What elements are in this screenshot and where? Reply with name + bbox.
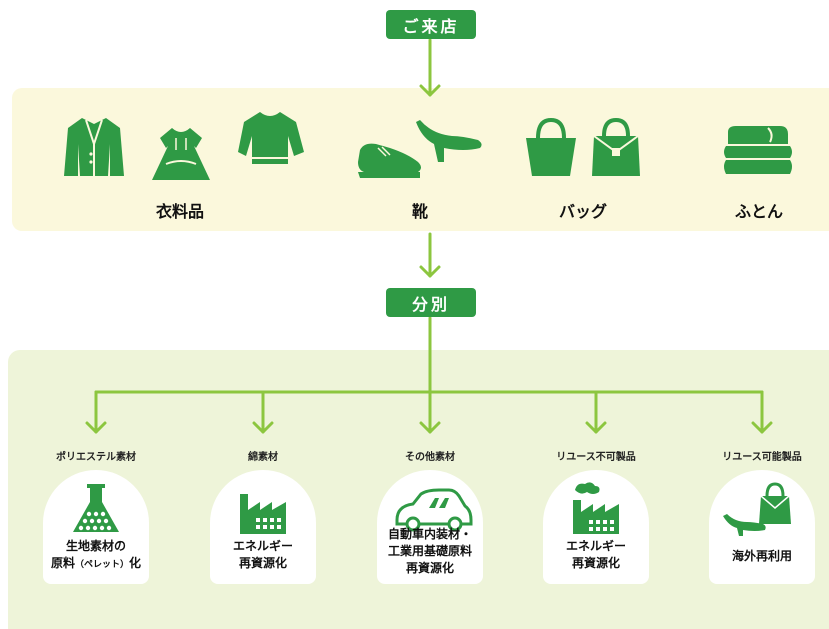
branch-label-other: その他素材 (405, 452, 455, 463)
tote-bag-icon (526, 117, 576, 176)
result-line: 海外再利用 (731, 549, 792, 563)
factory-smoke-icon (573, 482, 619, 534)
result-line: 自動車内装材・ (387, 527, 472, 541)
result-line: 再資源化 (238, 556, 287, 570)
result-line: 再資源化 (405, 561, 454, 575)
result-line: 工業用基礎原料 (387, 544, 472, 558)
item-category-band (12, 88, 829, 231)
bag-and-shoe-icon (723, 482, 791, 536)
flask-icon (73, 484, 119, 532)
car-icon (395, 488, 473, 532)
sweater-icon (238, 112, 304, 164)
branch-label-polyester: ポリエステル素材 (56, 452, 136, 463)
futon-icon (724, 126, 792, 174)
category-shoes: 靴 (411, 202, 428, 221)
result-line: 化 (129, 556, 142, 570)
category-bags: バッグ (558, 202, 607, 221)
result-card-cotton: エネルギー 再資源化 (210, 470, 316, 584)
branch-label-cotton: 綿素材 (248, 452, 278, 463)
result-paren: （ペレット） (74, 560, 129, 570)
jacket-icon (64, 118, 124, 176)
factory-icon (240, 494, 286, 534)
dress-icon (152, 128, 210, 180)
branch-label-reusable: リユース可能製品 (722, 452, 802, 463)
category-futon: ふとん (734, 202, 783, 221)
result-line: 生地素材の (65, 539, 126, 553)
result-line: エネルギー (232, 539, 293, 553)
visit-store-label: ご来店 (386, 10, 476, 39)
result-card-other: 自動車内装材・ 工業用基礎原料 再資源化 (377, 470, 483, 584)
handbag-icon (592, 117, 640, 176)
heel-shoe-icon (416, 120, 482, 162)
category-clothing: 衣料品 (155, 202, 204, 221)
branch-label-non-reusable: リユース不可製品 (556, 452, 636, 463)
result-line: エネルギー (565, 539, 626, 553)
result-card-polyester: 生地素材の 原料（ペレット）化 (43, 470, 149, 584)
mens-shoe-icon (358, 143, 421, 178)
result-line: 原料 (50, 556, 75, 570)
result-line: 再資源化 (571, 556, 620, 570)
result-card-reusable: 海外再利用 (709, 470, 815, 584)
sorting-label: 分別 (386, 288, 476, 317)
result-card-non-reusable: エネルギー 再資源化 (543, 470, 649, 584)
